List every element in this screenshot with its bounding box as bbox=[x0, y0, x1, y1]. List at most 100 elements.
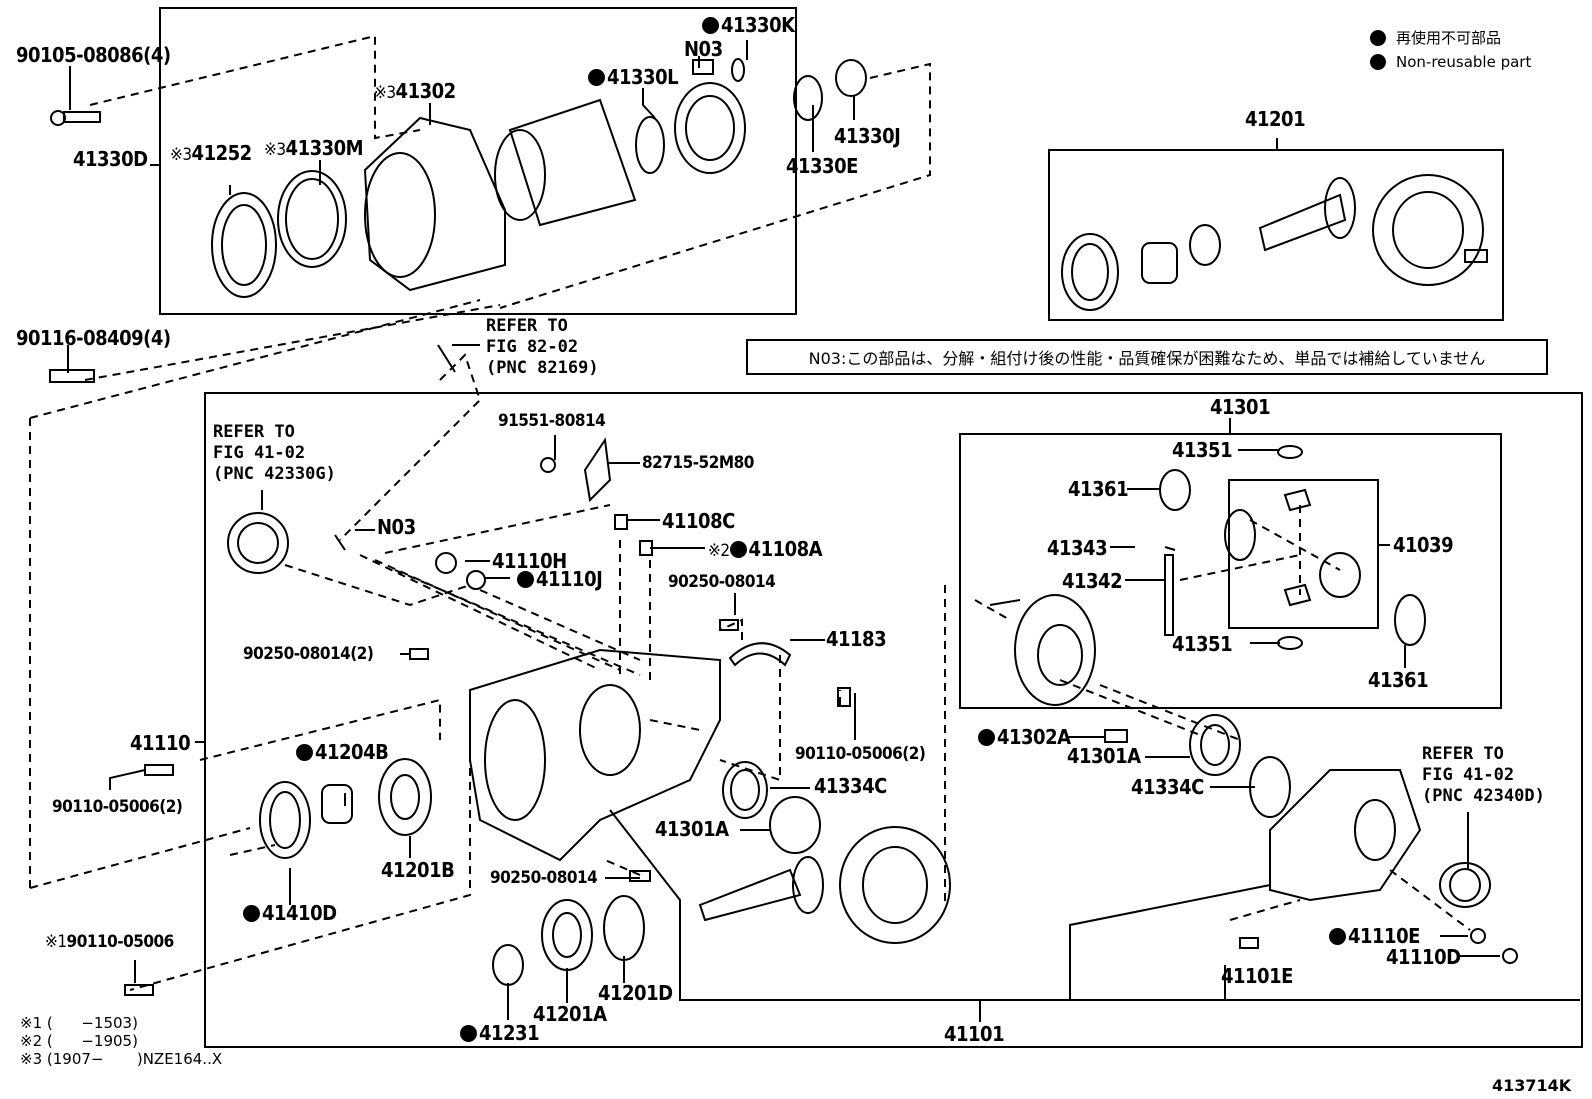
part-label[interactable]: 41330K bbox=[702, 14, 795, 36]
footnote-2: ※2 ( −1905) bbox=[20, 1032, 138, 1050]
part-label[interactable]: ※341302 bbox=[374, 79, 456, 103]
non-reusable-icon bbox=[296, 744, 313, 761]
part-label[interactable]: 82715-52M80 bbox=[642, 453, 754, 473]
reference-fig-82-02[interactable]: REFER TO FIG 82-02 (PNC 82169) bbox=[486, 316, 599, 378]
part-label[interactable]: 41108C bbox=[662, 509, 735, 533]
part-label[interactable]: 41361 bbox=[1068, 477, 1129, 501]
filled-circle-icon bbox=[1370, 30, 1386, 46]
non-reusable-icon bbox=[702, 17, 719, 34]
part-label[interactable]: 41301 bbox=[1210, 395, 1271, 419]
part-label[interactable]: 90250-08014(2) bbox=[243, 644, 374, 664]
gasket-arc-icon bbox=[728, 642, 792, 667]
part-label[interactable]: 41101E bbox=[1221, 964, 1293, 988]
part-label[interactable]: 90110-05006(2) bbox=[52, 797, 183, 817]
non-reusable-icon bbox=[243, 905, 260, 922]
part-label[interactable]: 41201 bbox=[1245, 107, 1306, 131]
part-label[interactable]: 41101 bbox=[944, 1022, 1005, 1046]
part-label[interactable]: 90116-08409(4) bbox=[16, 326, 171, 350]
footnote-3: ※3 (1907− )NZE164..X bbox=[20, 1050, 223, 1068]
non-reusable-icon bbox=[460, 1025, 477, 1042]
part-label[interactable]: 41301A bbox=[1067, 744, 1141, 768]
part-label[interactable]: 41361 bbox=[1368, 668, 1429, 692]
legend-item-jp: 再使用不可部品 bbox=[1370, 26, 1531, 50]
snap-ring-icon bbox=[635, 116, 665, 174]
non-reusable-icon bbox=[517, 571, 534, 588]
extension-housing-icon bbox=[363, 116, 506, 292]
part-label[interactable]: 41231 bbox=[460, 1022, 540, 1044]
note-marker: ※3 bbox=[170, 145, 192, 165]
legend: 再使用不可部品 Non-reusable part bbox=[1370, 26, 1531, 74]
stud-bolt-icon bbox=[49, 369, 95, 383]
part-label[interactable]: 41110H bbox=[492, 549, 567, 573]
seal-refer-icon bbox=[227, 512, 289, 574]
part-label[interactable]: N03 bbox=[684, 37, 723, 61]
part-label[interactable]: 41204B bbox=[296, 741, 389, 763]
part-label[interactable]: ※190110-05006 bbox=[45, 932, 174, 952]
part-label[interactable]: 41183 bbox=[826, 627, 887, 651]
part-label[interactable]: 41110 bbox=[130, 731, 191, 755]
part-label[interactable]: 41334C bbox=[814, 774, 887, 798]
washer-icon-2 bbox=[835, 59, 867, 97]
note-marker: ※3 bbox=[374, 83, 396, 103]
non-reusable-icon bbox=[1329, 928, 1346, 945]
part-label[interactable]: 41201A bbox=[533, 1002, 607, 1026]
part-label[interactable]: 41410D bbox=[243, 902, 337, 924]
non-reusable-icon bbox=[978, 729, 995, 746]
part-label[interactable]: 41110D bbox=[1386, 945, 1461, 969]
filled-circle-icon bbox=[1370, 54, 1386, 70]
part-label[interactable]: ※341330M bbox=[264, 136, 364, 160]
part-label[interactable]: 41330L bbox=[588, 66, 679, 88]
part-label[interactable]: 41201B bbox=[381, 858, 455, 882]
footnote-1: ※1 ( −1503) bbox=[20, 1014, 138, 1032]
oil-seal-icon bbox=[211, 192, 277, 298]
part-label[interactable]: 41334C bbox=[1131, 775, 1204, 799]
differential-gear-kit-frame bbox=[1228, 479, 1379, 629]
part-label[interactable]: 41351 bbox=[1172, 438, 1233, 462]
leader-lines bbox=[67, 40, 1580, 1022]
o-ring-small-icon bbox=[731, 58, 745, 82]
differential-case-frame bbox=[959, 433, 1502, 709]
part-shapes bbox=[49, 58, 1518, 996]
assembly-guide-lines bbox=[29, 34, 1471, 991]
part-label[interactable]: 90250-08014 bbox=[668, 572, 776, 592]
legend-item-en: Non-reusable part bbox=[1370, 50, 1531, 74]
reference-fig-41-02-42330g[interactable]: REFER TO FIG 41-02 (PNC 42330G) bbox=[213, 422, 336, 484]
note-marker: ※1 bbox=[45, 932, 67, 952]
part-label[interactable]: 41201D bbox=[598, 981, 673, 1005]
part-label[interactable]: 41110E bbox=[1329, 925, 1420, 947]
differential-assembly-frame bbox=[204, 392, 1583, 1048]
o-ring-icon bbox=[277, 170, 347, 268]
footnotes: ※1 ( −1503)※2 ( −1905)※3 (1907− )NZE164.… bbox=[20, 1014, 222, 1068]
part-label[interactable]: 41351 bbox=[1172, 632, 1233, 656]
reference-fig-41-02-42340d[interactable]: REFER TO FIG 41-02 (PNC 42340D) bbox=[1422, 744, 1545, 806]
part-label[interactable]: ※341252 bbox=[170, 141, 252, 165]
extension-housing-group-frame bbox=[159, 7, 797, 315]
part-label[interactable]: 41330J bbox=[834, 124, 901, 148]
part-label[interactable]: 91551-80814 bbox=[498, 411, 606, 431]
part-label[interactable]: 41342 bbox=[1062, 569, 1123, 593]
part-label[interactable]: 41039 bbox=[1393, 533, 1454, 557]
carrier-cover-icon bbox=[1269, 769, 1422, 902]
part-label[interactable]: 90250-08014 bbox=[490, 868, 598, 888]
part-label[interactable]: 41302A bbox=[978, 726, 1071, 748]
differential-case-icon bbox=[1014, 594, 1096, 706]
note-marker: ※2 bbox=[708, 541, 730, 561]
washer-icon bbox=[793, 75, 823, 121]
part-label[interactable]: 41330D bbox=[73, 147, 148, 171]
part-label[interactable]: 90105-08086(4) bbox=[16, 43, 171, 67]
figure-id: 413714K bbox=[1492, 1076, 1572, 1095]
carrier-housing-icon bbox=[469, 648, 721, 862]
non-reusable-icon bbox=[588, 69, 605, 86]
bolt-icon bbox=[50, 110, 101, 126]
part-label[interactable]: N03 bbox=[377, 515, 416, 539]
part-label[interactable]: 90110-05006(2) bbox=[795, 744, 926, 764]
seal-icon bbox=[674, 82, 746, 174]
non-reusable-icon bbox=[729, 541, 747, 558]
part-label[interactable]: 41330E bbox=[786, 154, 858, 178]
part-label[interactable]: 41343 bbox=[1047, 536, 1108, 560]
breather-plug-icon bbox=[692, 59, 714, 75]
part-label[interactable]: 41301A bbox=[655, 817, 729, 841]
part-label[interactable]: 41110J bbox=[517, 568, 603, 590]
